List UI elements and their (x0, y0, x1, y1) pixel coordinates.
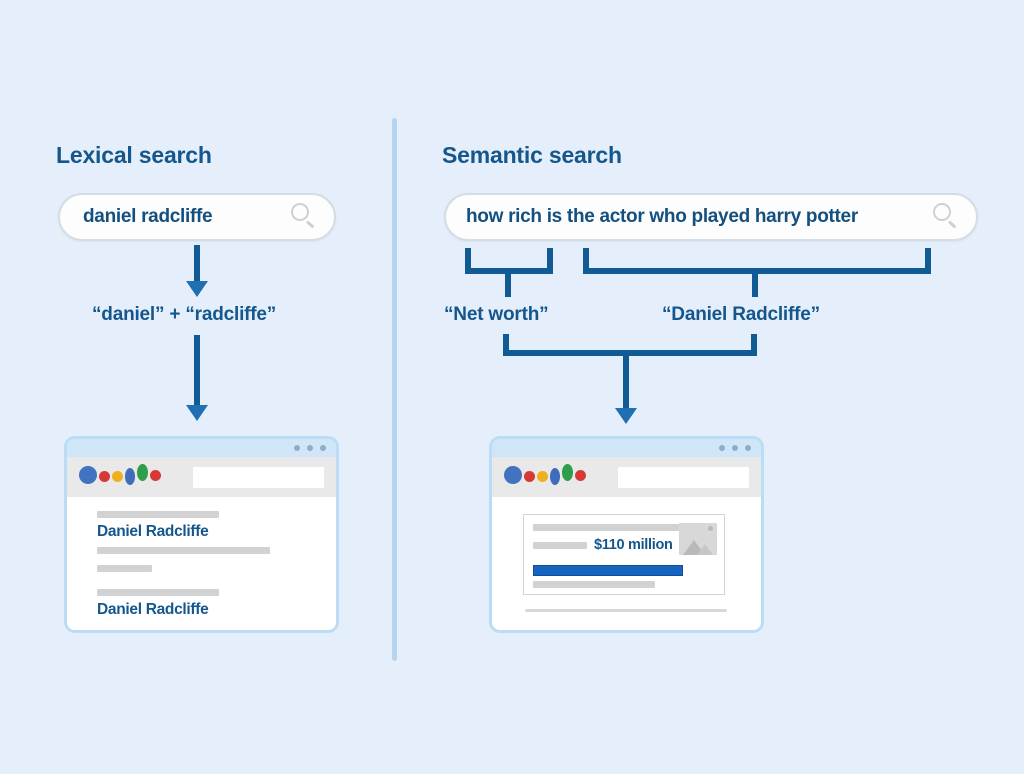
logo-dot-red2-icon (150, 470, 161, 481)
semantic-bracket-right-stem-a (583, 248, 589, 274)
knowledge-card: $110 million (523, 514, 725, 595)
semantic-browser-titlebar (492, 439, 761, 457)
column-divider (392, 118, 397, 661)
card-placeholder-bar (533, 524, 681, 531)
card-highlight-bar (533, 565, 683, 576)
search-icon-handle (948, 220, 957, 229)
image-placeholder-icon (679, 523, 717, 555)
semantic-search-box[interactable]: how rich is the actor who played harry p… (444, 193, 978, 241)
page-footer-rule (525, 609, 727, 612)
window-dot-icon[interactable] (719, 445, 725, 451)
semantic-bracket-left-stem-b (547, 248, 553, 274)
logo-dot-blue-tall-icon (125, 468, 135, 485)
lexical-browser-toolbar (67, 457, 336, 497)
window-dot-icon[interactable] (732, 445, 738, 451)
logo-dot-yellow-icon (112, 471, 123, 482)
semantic-column-title: Semantic search (442, 142, 622, 168)
semantic-merge-stem-left (503, 334, 509, 356)
window-dot-icon[interactable] (294, 445, 300, 451)
result-placeholder-bar (97, 547, 270, 554)
card-placeholder-bar (533, 581, 655, 588)
search-icon[interactable] (932, 202, 962, 232)
semantic-bracket-right-drop (752, 268, 758, 297)
search-icon[interactable] (290, 202, 320, 232)
semantic-merge-arrow-head (615, 408, 637, 424)
window-dot-icon[interactable] (745, 445, 751, 451)
image-placeholder-sun-icon (708, 526, 713, 531)
logo-dot-blue-tall-icon (550, 468, 560, 485)
search-engine-logo-icon (504, 464, 592, 490)
logo-dot-blue-large-icon (504, 466, 522, 484)
semantic-browser-urlbar[interactable] (618, 466, 749, 488)
logo-dot-yellow-icon (537, 471, 548, 482)
window-dot-icon[interactable] (307, 445, 313, 451)
result-title-2[interactable]: Daniel Radcliffe (97, 601, 209, 618)
search-icon-ring (291, 203, 309, 221)
lexical-column-title: Lexical search (56, 142, 212, 168)
lexical-arrow-1-shaft (194, 245, 200, 284)
lexical-arrow-2-head (186, 405, 208, 421)
logo-dot-red2-icon (575, 470, 586, 481)
image-placeholder-mountain2-icon (697, 544, 713, 555)
semantic-concept-label-1: “Net worth” (444, 304, 549, 325)
lexical-search-box[interactable]: daniel radcliffe (58, 193, 336, 241)
semantic-merge-arrow-shaft (623, 350, 629, 411)
logo-dot-blue-large-icon (79, 466, 97, 484)
lexical-arrow-1-head (186, 281, 208, 297)
result-title-1[interactable]: Daniel Radcliffe (97, 523, 209, 540)
lexical-tokens-label: “daniel” + “radcliffe” (92, 304, 277, 325)
semantic-browser-window: $110 million (489, 436, 764, 633)
lexical-arrow-2-shaft (194, 335, 200, 409)
result-placeholder-bar (97, 511, 219, 518)
semantic-results-page: $110 million (492, 497, 761, 630)
answer-value: $110 million (594, 537, 673, 553)
semantic-merge-rail (503, 350, 757, 356)
logo-dot-green-icon (137, 464, 148, 481)
search-icon-handle (306, 220, 315, 229)
semantic-browser-toolbar (492, 457, 761, 497)
semantic-search-input[interactable]: how rich is the actor who played harry p… (466, 206, 858, 227)
logo-dot-red-icon (524, 471, 535, 482)
logo-dot-red-icon (99, 471, 110, 482)
lexical-results-page: Daniel Radcliffe Daniel Radcliffe (67, 497, 336, 630)
semantic-bracket-right-stem-b (925, 248, 931, 274)
search-icon-ring (933, 203, 951, 221)
logo-dot-green-icon (562, 464, 573, 481)
semantic-concept-label-2: “Daniel Radcliffe” (662, 304, 820, 325)
lexical-search-input[interactable]: daniel radcliffe (83, 206, 213, 227)
result-placeholder-bar (97, 565, 152, 572)
semantic-bracket-left-drop (505, 268, 511, 297)
semantic-bracket-left-stem-a (465, 248, 471, 274)
search-engine-logo-icon (79, 464, 167, 490)
result-placeholder-bar (97, 589, 219, 596)
lexical-browser-window: Daniel Radcliffe Daniel Radcliffe (64, 436, 339, 633)
semantic-merge-stem-right (751, 334, 757, 356)
card-placeholder-bar (533, 542, 587, 549)
lexical-browser-urlbar[interactable] (193, 466, 324, 488)
window-dot-icon[interactable] (320, 445, 326, 451)
lexical-browser-titlebar (67, 439, 336, 457)
